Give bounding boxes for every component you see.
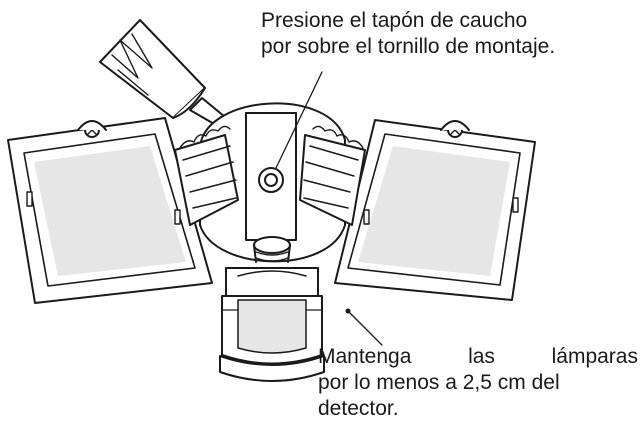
motion-detector <box>219 267 325 382</box>
left-lamp <box>7 117 239 304</box>
detector-neck <box>253 236 291 263</box>
bottom-callout-line-3: detector. <box>318 397 399 420</box>
bottom-callout-word-1: Mantenga <box>318 345 412 368</box>
tool-icon <box>99 19 237 133</box>
bottom-callout-line-1: Mantenga las lámparas <box>318 344 638 370</box>
leader-line-top <box>275 71 323 169</box>
top-callout: Presione el tapón de caucho por sobre el… <box>261 8 555 60</box>
top-callout-line-2: por sobre el tornillo de montaje. <box>261 35 556 58</box>
leader-line-bottom <box>348 311 383 346</box>
bottom-callout-line-2: por lo menos a 2,5 cm del <box>318 371 560 394</box>
top-callout-line-1: Presione el tapón de caucho <box>261 9 528 32</box>
bottom-callout: Mantenga las lámparas por lo menos a 2,5… <box>318 344 638 422</box>
bottom-callout-word-2: las <box>468 345 495 368</box>
right-lamp <box>299 119 536 301</box>
bottom-callout-word-3: lámparas <box>551 345 638 368</box>
mounting-screw-icon <box>258 167 284 193</box>
